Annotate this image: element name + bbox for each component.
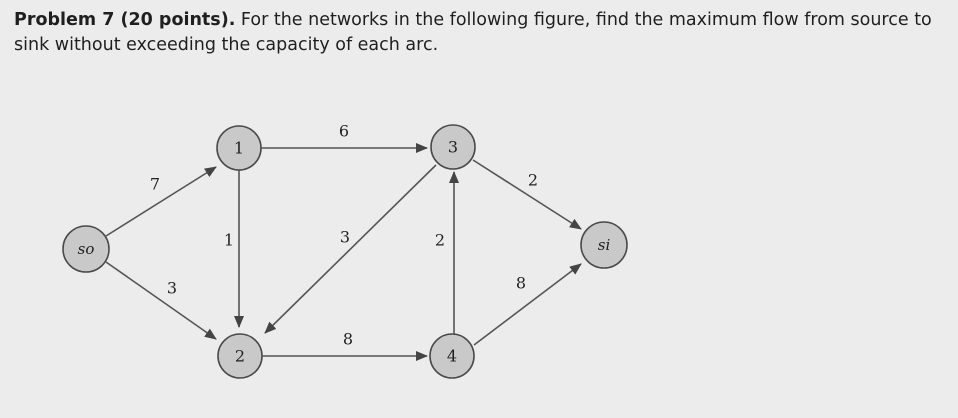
node-si-label: si — [598, 236, 611, 254]
capacity-4-si: 8 — [516, 274, 526, 293]
node-1-circle — [216, 125, 262, 171]
capacity-1-2: 1 — [224, 231, 234, 250]
node-3: 3 — [430, 124, 476, 170]
arc-so-1 — [105, 166, 217, 237]
arc-4-si — [473, 263, 582, 346]
capacity-3-si: 2 — [528, 171, 538, 190]
capacity-4-3: 2 — [435, 231, 445, 250]
node-so-label: so — [78, 240, 95, 258]
capacity-1-3: 6 — [339, 122, 349, 141]
node-2: 2 — [217, 333, 263, 379]
node-3-label: 3 — [448, 138, 458, 157]
node-so: so — [62, 225, 110, 273]
node-si: si — [580, 221, 628, 269]
node-2-circle — [217, 333, 263, 379]
node-4-label: 4 — [447, 347, 457, 366]
node-si-circle — [580, 221, 628, 269]
arc-so-2 — [105, 261, 217, 340]
capacity-so-1: 7 — [150, 175, 160, 194]
node-1-label: 1 — [234, 139, 244, 158]
node-2-label: 2 — [235, 347, 245, 366]
capacity-so-2: 3 — [167, 279, 177, 298]
problem-text: For the networks in the following figure… — [14, 10, 932, 55]
node-4: 4 — [429, 333, 475, 379]
capacity-2-4: 8 — [343, 330, 353, 349]
node-3-circle — [430, 124, 476, 170]
node-so-circle — [62, 225, 110, 273]
node-1: 1 — [216, 125, 262, 171]
arc-3-si — [472, 159, 582, 230]
capacity-3-2: 3 — [340, 228, 350, 247]
problem-statement: Problem 7 (20 points). For the networks … — [14, 8, 934, 58]
node-4-circle — [429, 333, 475, 379]
arc-3-2 — [264, 164, 437, 334]
problem-heading: Problem 7 (20 points). — [14, 10, 236, 30]
